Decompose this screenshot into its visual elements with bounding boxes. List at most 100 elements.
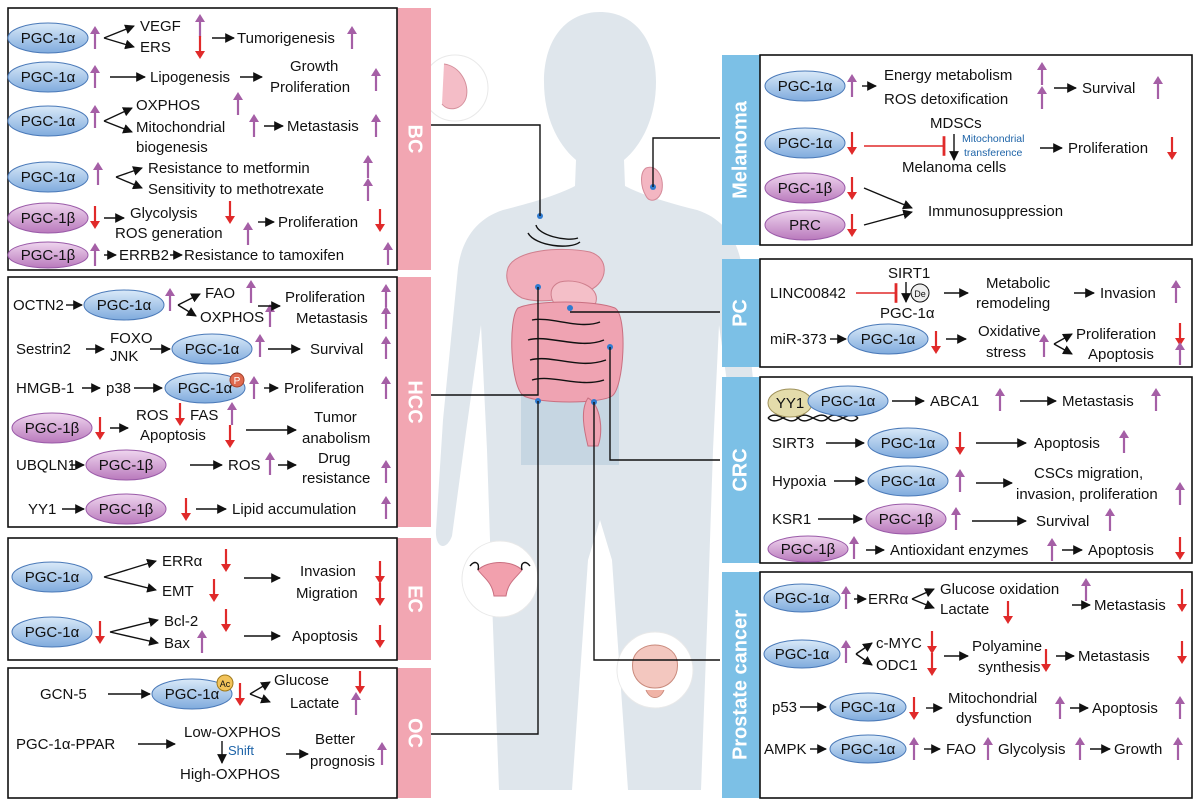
mel-ros-detox: ROS detoxification [884,91,1008,108]
hcc-content: OCTN2 PGC-1α FAO OXPHOS Proliferation Me… [11,280,391,525]
bc-content: PGC-1α VEGF ERS Tumorigenesis PGC-1α Lip… [7,14,393,269]
breast-icon [421,54,489,122]
pca-pgc1a-1 [763,583,841,613]
bc-tab [397,8,431,270]
hcc-pgc1a-1-up [165,288,175,311]
pca-pgc1a-3-down [909,697,919,720]
up-arrow-head [847,74,857,82]
ec-erra-down [221,549,231,572]
hcc-hmgb1: HMGB-1 [16,380,74,397]
oc-glucose: Glucose [274,672,329,689]
bc-sens-mtx-up [363,178,373,201]
bc-pgc1b-2-label: PGC-1β [21,247,76,264]
down-arrow-head [95,432,105,440]
up-arrow-head [195,14,205,22]
mel-pgc1a-1 [764,70,846,102]
down-arrow-head [175,418,185,426]
oc-tab-label: OC [404,718,426,748]
down-arrow-head [225,216,235,224]
ec-bcl2: Bcl-2 [164,613,198,630]
up-arrow-head [383,242,393,250]
down-arrow-head [931,346,941,354]
crc-pgc1a-3-up [955,469,965,492]
up-arrow-head [243,222,253,230]
oc-acetyl-mark [216,674,234,692]
up-arrow-head [377,742,387,750]
bc-proliferation-1-up [371,68,381,91]
crc-cscs-up [1175,482,1185,505]
pc-panel [759,258,1193,368]
right-tabs: Melanoma PC CRC Prostate cancer [722,55,760,798]
hcc-pgc1b-3 [85,493,167,525]
crc-pgc1b-2-label: PGC-1β [781,541,836,558]
mel-prc-down [847,214,857,237]
hcc-phospho-label: P [234,376,241,387]
bc-pgc1b-2 [7,241,89,269]
down-arrow-head [1041,664,1051,672]
hcc-survival: Survival [310,341,363,358]
hcc-ubqln1: UBQLN1 [16,457,76,474]
bc-tab-label: BC [404,125,426,154]
bc-resist-tamoxifen-up [383,242,393,265]
crc-cscs-2: invasion, proliferation [1016,486,1158,503]
hcc-pgc1b-3-label: PGC-1β [99,501,154,518]
bc-tumorigenesis: Tumorigenesis [237,30,335,47]
oc-ppar: PGC-1α-PPAR [16,736,115,753]
bc-ers-down [195,36,205,59]
crc-antiox-up [1047,538,1057,561]
hcc-fas-up [227,402,237,425]
up-arrow-head [371,68,381,76]
crc-abca1: ABCA1 [930,393,979,410]
hcc-proliferation-2: Proliferation [284,380,364,397]
oc-prognosis-up [377,742,387,765]
up-arrow-head [1047,538,1057,546]
bc-pgc1a-3-label: PGC-1α [21,113,76,130]
down-arrow-head [209,594,219,602]
pca-growth: Growth [1114,741,1162,758]
crc-pgc1b-2-up [849,536,859,559]
up-arrow-head [1175,482,1185,490]
oc-content: GCN-5 PGC-1α Ac Glucose Lactate PGC-1α-P… [16,671,387,783]
pc-proliferation: Proliferation [1076,326,1156,343]
hcc-lipid: Lipid accumulation [232,501,356,518]
pca-cmyc-down [927,631,937,654]
bc-pgc1a-4-up [93,162,103,185]
crc-metastasis: Metastasis [1062,393,1134,410]
pc-linc: LINC00842 [770,285,846,302]
up-arrow-head [1175,696,1185,704]
hcc-anabolism: anabolism [302,430,370,447]
pca-glucose-ox: Glucose oxidation [940,581,1059,598]
bc-metastasis: Metastasis [287,118,359,135]
down-arrow-head [225,440,235,448]
hcc-tab [397,277,431,527]
crc-apoptosis-up [1119,430,1129,453]
down-arrow-head [927,646,937,654]
pc-invasion-up [1171,280,1181,303]
bc-vegf: VEGF [140,18,181,35]
hcc-metastasis-up [381,306,391,329]
ec-erra: ERRα [162,553,203,570]
bc-pgc1b-1 [7,202,89,234]
bc-pgc1a-3-up [90,105,100,128]
melanoma-content: PGC-1α Energy metabolism ROS detoxificat… [764,62,1177,241]
hcc-sestrin2: Sestrin2 [16,341,71,358]
organ-icons [421,54,694,709]
mel-pgc1a-2-label: PGC-1α [778,135,833,152]
up-arrow-head [197,630,207,638]
up-arrow-head [363,155,373,163]
bc-glycolysis: Glycolysis [130,205,198,222]
bc-lipogenesis: Lipogenesis [150,69,230,86]
up-arrow-head [841,586,851,594]
pc-tab [722,259,760,367]
prostate-content: PGC-1α ERRα Glucose oxidation Lactate Me… [763,578,1187,764]
ec-invasion: Invasion [300,563,356,580]
pca-metastasis-2-down [1177,641,1187,664]
bc-pgc1a-2-label: PGC-1α [21,69,76,86]
prostate-tab-label: Prostate cancer [729,610,751,760]
pc-pgc1a-down [931,331,941,354]
pc-apoptosis-up [1175,342,1185,365]
up-arrow-head [1039,334,1049,342]
hcc-oxphos: OXPHOS [200,309,264,326]
hcc-fao-up [246,280,256,303]
